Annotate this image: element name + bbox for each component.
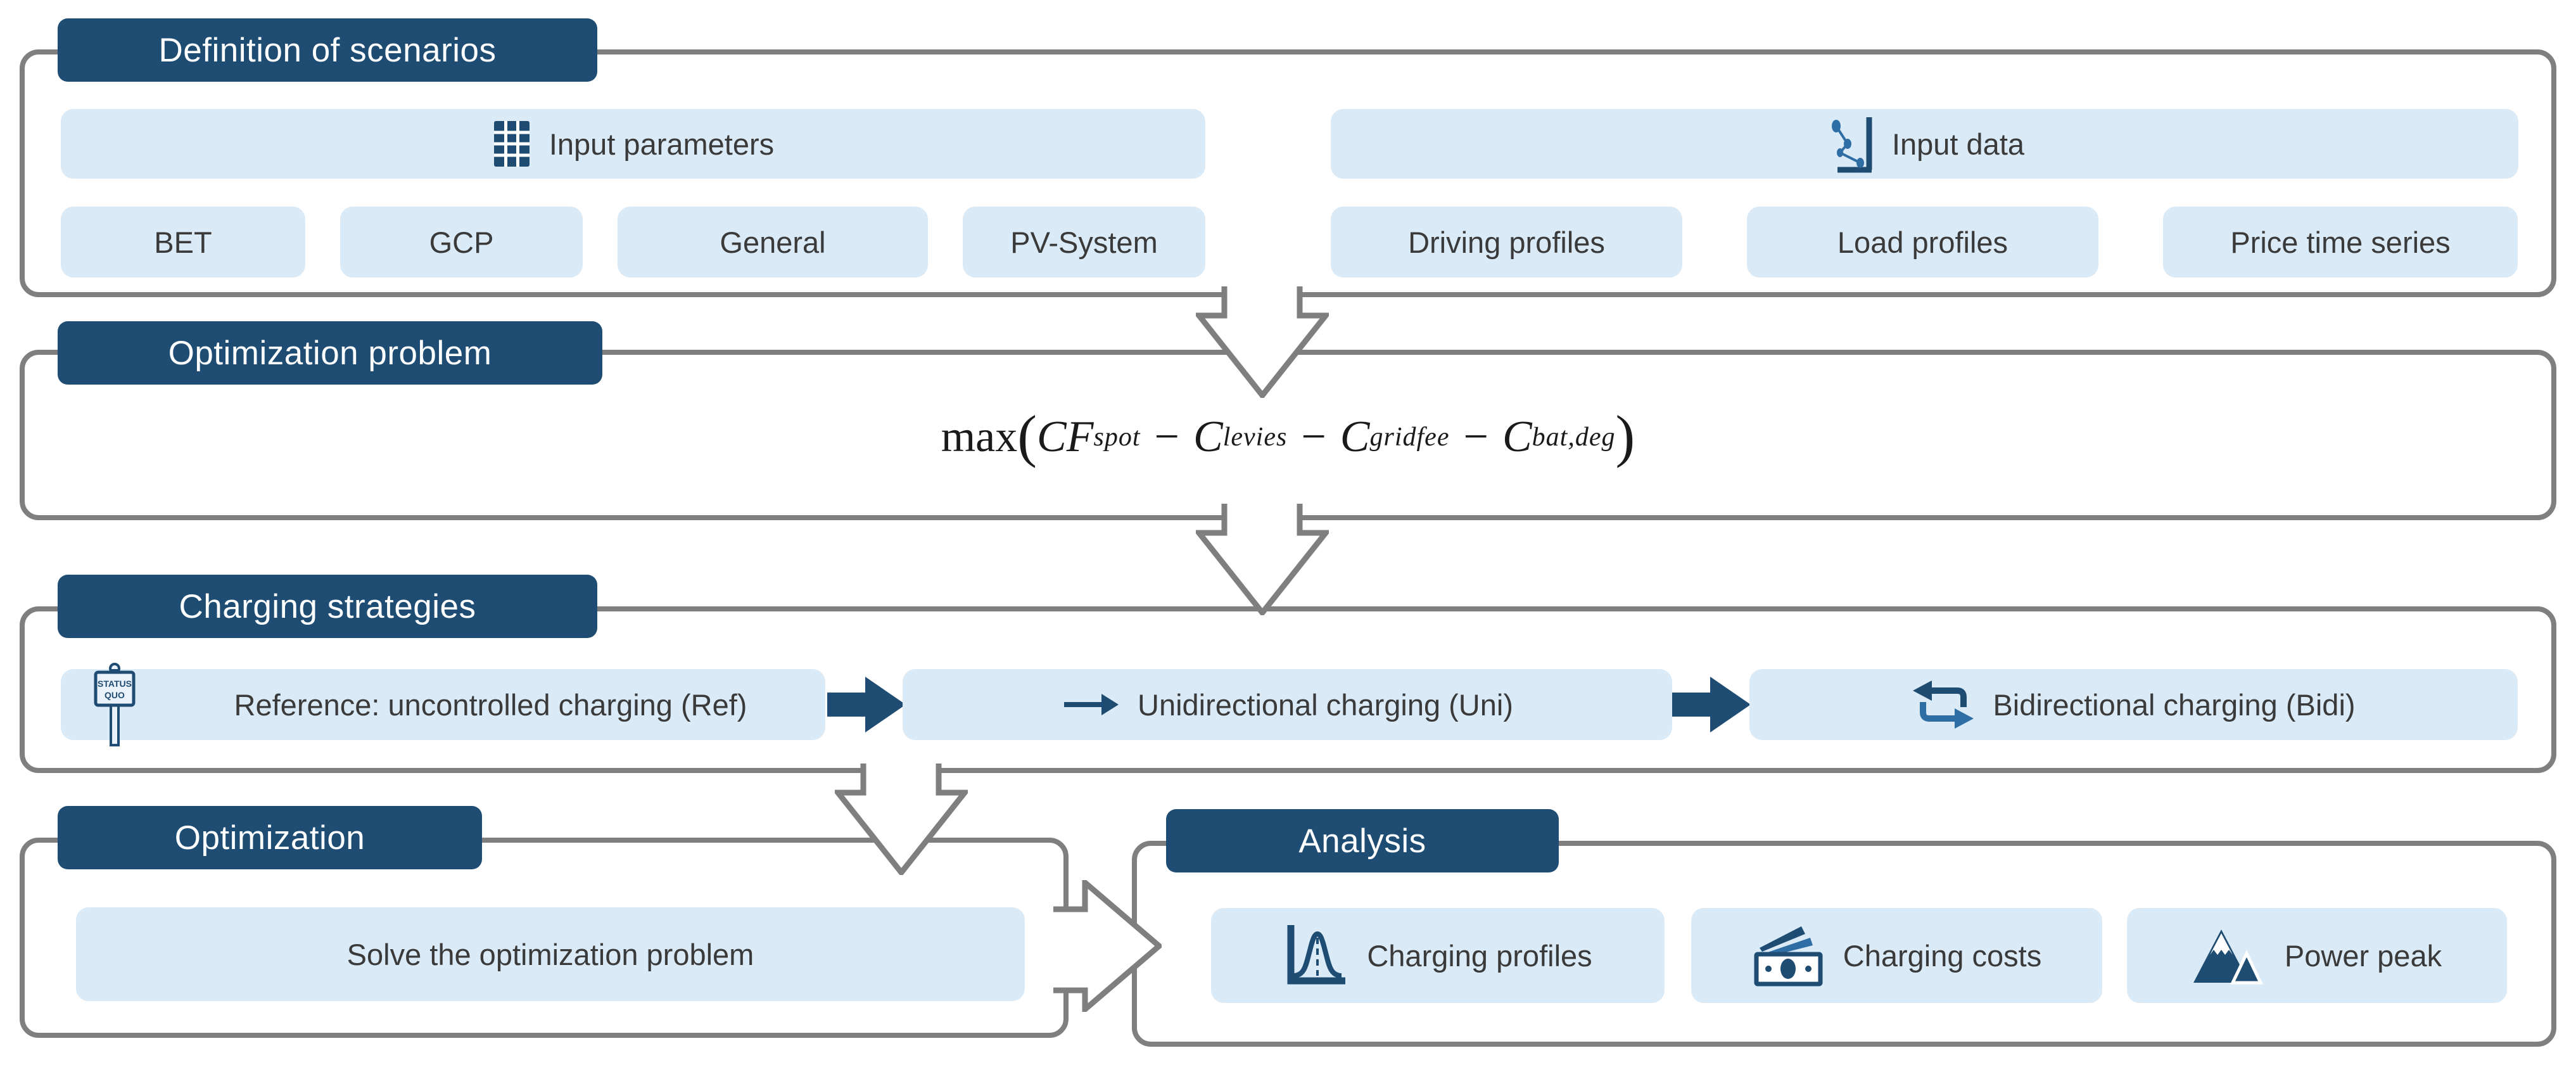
solve-label: Solve the optimization problem (346, 937, 754, 971)
strategy-box-reference: STATUS QUO Reference: uncontrolled charg… (61, 663, 825, 746)
data-box-load-profiles: Load profiles (1747, 207, 2098, 278)
analysis-title: Analysis (1298, 822, 1426, 860)
data-label-load-profiles: Load profiles (1837, 225, 2008, 259)
analysis-box-charging-costs: Charging costs (1691, 908, 2102, 1003)
charging-strategies-title: Charging strategies (179, 587, 476, 625)
input-data-bar: Input data (1331, 109, 2518, 179)
analysis-box-charging-profiles: Charging profiles (1211, 908, 1665, 1003)
formula-term-2-sup: levies (1222, 423, 1288, 452)
bell-curve-icon (1287, 925, 1346, 985)
input-parameters-bar: Input parameters (61, 109, 1205, 179)
down-arrow-scenarios-to-problem (1196, 286, 1329, 398)
formula-minus-3: − (1463, 412, 1488, 461)
input-parameters-label: Input parameters (549, 127, 775, 161)
scatter-plot-icon (1831, 117, 1872, 173)
formula-max: max (941, 412, 1018, 461)
status-quo-sign-icon: STATUS QUO (94, 663, 136, 746)
formula-minus-1: − (1154, 412, 1179, 461)
mountains-icon (2193, 930, 2263, 985)
data-box-driving-profiles: Driving profiles (1331, 207, 1682, 278)
charging-strategies-container (20, 606, 2556, 773)
formula-close-paren: ) (1615, 403, 1635, 468)
formula-open-paren: ( (1017, 403, 1037, 468)
right-arrow-optimization-to-analysis (1053, 880, 1162, 1012)
formula-term-1-base: CF (1037, 412, 1094, 461)
optimization-title: Optimization (174, 819, 365, 857)
strategy-label-reference: Reference: uncontrolled charging (Ref) (234, 687, 747, 722)
scenarios-header: Definition of scenarios (58, 18, 597, 82)
solid-arrow-ref-to-uni (827, 677, 906, 732)
formula-term-2-base: C (1193, 412, 1223, 461)
optimization-header: Optimization (58, 806, 482, 869)
charging-strategies-header: Charging strategies (58, 575, 597, 638)
optimization-problem-title: Optimization problem (168, 334, 492, 372)
strategy-label-bidirectional: Bidirectional charging (Bidi) (1993, 687, 2356, 722)
param-label-general: General (720, 225, 826, 259)
solve-box: Solve the optimization problem (76, 907, 1025, 1001)
sign-text-line-2: QUO (105, 690, 125, 700)
down-arrow-strategies-to-optimization (835, 764, 968, 875)
param-box-bet: BET (61, 207, 305, 278)
bidirectional-arrows-icon (1913, 680, 1974, 729)
formula-term-4-base: C (1502, 412, 1532, 461)
formula-term-1-sup: spot (1093, 423, 1141, 452)
analysis-label-power-peak: Power peak (2284, 938, 2442, 973)
banknotes-icon (1754, 926, 1823, 987)
param-box-pv-system: PV-System (963, 207, 1205, 278)
right-arrow-icon (1064, 694, 1119, 715)
solid-arrow-uni-to-bidi (1672, 677, 1751, 732)
param-label-gcp: GCP (429, 225, 494, 259)
table-icon (493, 121, 530, 167)
strategy-box-unidirectional: Unidirectional charging (Uni) (903, 669, 1672, 740)
formula-term-3-sup: gridfee (1369, 423, 1450, 452)
input-data-label: Input data (1891, 127, 2025, 161)
scenarios-title: Definition of scenarios (158, 31, 497, 69)
analysis-label-charging-costs: Charging costs (1843, 938, 2042, 973)
param-box-general: General (618, 207, 928, 278)
data-box-price-time-series: Price time series (2163, 207, 2518, 278)
analysis-header: Analysis (1166, 809, 1559, 872)
strategy-label-unidirectional: Unidirectional charging (Uni) (1138, 687, 1513, 722)
down-arrow-problem-to-strategies (1196, 504, 1329, 615)
formula-minus-2: − (1301, 412, 1326, 461)
param-label-bet: BET (154, 225, 212, 259)
data-label-driving-profiles: Driving profiles (1408, 225, 1605, 259)
analysis-box-power-peak: Power peak (2127, 908, 2507, 1003)
formula-term-4-sup: bat,deg (1532, 423, 1616, 452)
data-label-price-time-series: Price time series (2230, 225, 2451, 259)
strategy-box-bidirectional: Bidirectional charging (Bidi) (1749, 669, 2518, 740)
param-label-pv-system: PV-System (1010, 225, 1158, 259)
formula-term-3-base: C (1340, 412, 1370, 461)
param-box-gcp: GCP (340, 207, 583, 278)
sign-text-line-1: STATUS (98, 679, 132, 689)
optimization-problem-header: Optimization problem (58, 321, 602, 385)
analysis-label-charging-profiles: Charging profiles (1367, 938, 1592, 973)
